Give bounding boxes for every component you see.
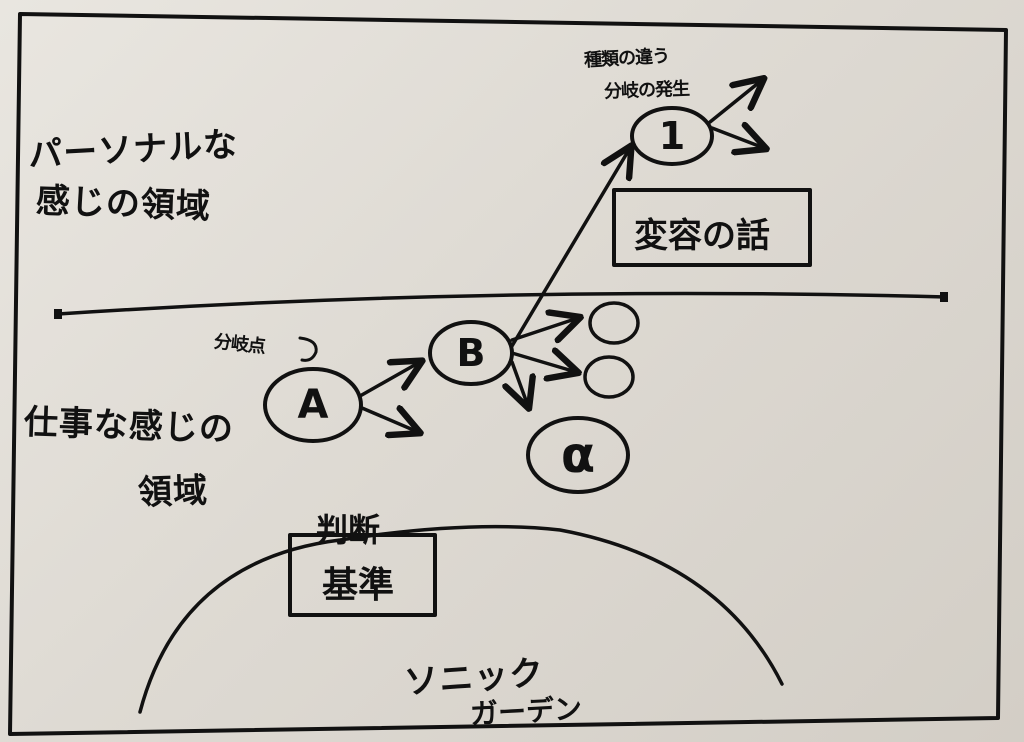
branch-point-label: 分岐点 (212, 331, 266, 358)
judgment-box-label-line1: 判断 (316, 511, 381, 549)
node-alpha-circle (526, 416, 630, 494)
arrow-b-to-alpha (512, 360, 528, 406)
node-one-label: 1 (658, 114, 686, 158)
arrow-b-to-one (510, 148, 630, 348)
arrow-one-up (708, 80, 762, 124)
garden-label-line2: ガーデン (469, 692, 583, 731)
node-alpha-label: α (560, 426, 596, 484)
top-note-line2: 分岐の発生 (603, 78, 690, 103)
arrow-one-down (710, 128, 764, 148)
arrow-b-to-small-lower (510, 353, 576, 372)
node-a-circle (263, 367, 363, 443)
divider-right-end (940, 292, 948, 302)
judgment-box-outline (288, 533, 437, 617)
node-b-label: B (456, 331, 486, 375)
small-circle-upper (588, 301, 640, 345)
node-a-label: A (297, 382, 329, 428)
judgment-box-label-line2: 基準 (322, 565, 395, 606)
top-note-line1: 種類の違う (583, 45, 670, 72)
node-one-circle (630, 106, 714, 166)
personal-region-label-line2: 感じの領域 (35, 180, 212, 228)
small-circle-lower (583, 355, 635, 399)
transformation-box-outline (612, 188, 812, 267)
outer-frame (8, 12, 1008, 736)
divider-left-end (54, 309, 62, 319)
arrow-a-down (360, 408, 418, 432)
garden-arc (138, 524, 784, 714)
arrow-b-to-small-upper (510, 318, 578, 340)
branch-point-pointer (298, 336, 318, 362)
work-region-label-line2: 領域 (137, 470, 209, 514)
region-divider-line (56, 291, 948, 316)
arrow-a-to-b (358, 362, 420, 398)
transformation-box-label: 変容の話 (634, 216, 770, 256)
work-region-label-line1: 仕事な感じの (23, 402, 235, 450)
